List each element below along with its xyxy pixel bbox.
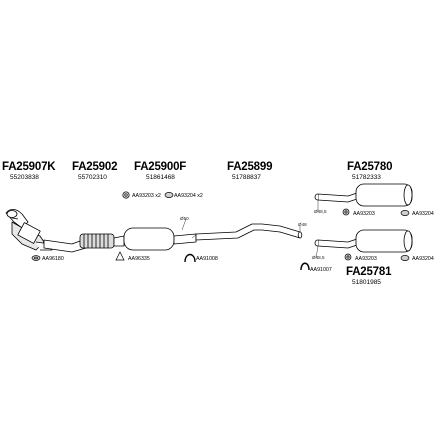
- clamp-icon: [400, 210, 410, 216]
- clamp-icon: [400, 255, 410, 261]
- accessory-label: AA91007: [310, 267, 332, 273]
- pipe-diameter-label: Ø48,5: [314, 209, 327, 214]
- gasket-icon: [342, 208, 350, 216]
- accessory-label: AA93203: [353, 211, 375, 217]
- accessory-label: AA96180: [42, 256, 64, 262]
- gasket-icon: [344, 253, 352, 261]
- middle-silencer: [113, 227, 197, 251]
- part-code-fa25781: FA25781: [346, 266, 392, 278]
- accessory-label: AA93204: [412, 211, 434, 217]
- rear-silencer-upper: [314, 183, 413, 207]
- pipe-diameter-label: Ø48,5: [312, 255, 325, 260]
- part-code-fa25780: FA25780: [347, 161, 393, 173]
- part-code-fa25902: FA25902: [72, 161, 118, 173]
- accessory-label: AA93203 x2: [132, 193, 161, 199]
- hanger-icon: [115, 251, 125, 261]
- pipe-diameter-label: Ø50: [180, 216, 189, 221]
- gasket-icon: [31, 255, 41, 261]
- oem-number: 55203838: [10, 174, 39, 181]
- front-pipe: [43, 233, 115, 253]
- part-code-fa25907k: FA25907K: [2, 161, 56, 173]
- pipe-diameter-label: Ø48: [298, 222, 307, 227]
- accessory-label: AA93204 x2: [174, 193, 203, 199]
- intermediate-pipe: [195, 223, 303, 241]
- part-code-fa25899: FA25899: [227, 161, 273, 173]
- gasket-icon: [122, 191, 130, 199]
- rubber-mount-icon: [184, 253, 196, 263]
- oem-number: 51861468: [146, 174, 175, 181]
- rear-silencer-lower: [314, 229, 413, 253]
- oem-number: 51782333: [352, 174, 381, 181]
- clamp-icon: [164, 192, 174, 198]
- part-code-fa25900f: FA25900F: [134, 161, 187, 173]
- accessory-label: AA96335: [128, 256, 150, 262]
- oem-number: 51788837: [232, 174, 261, 181]
- oem-number: 55702310: [78, 174, 107, 181]
- accessory-label: AA93204: [412, 256, 434, 262]
- accessory-label: AA91008: [196, 256, 218, 262]
- oem-number: 51801985: [352, 279, 381, 286]
- accessory-label: AA93203: [355, 256, 377, 262]
- rubber-mount-icon: [300, 262, 310, 271]
